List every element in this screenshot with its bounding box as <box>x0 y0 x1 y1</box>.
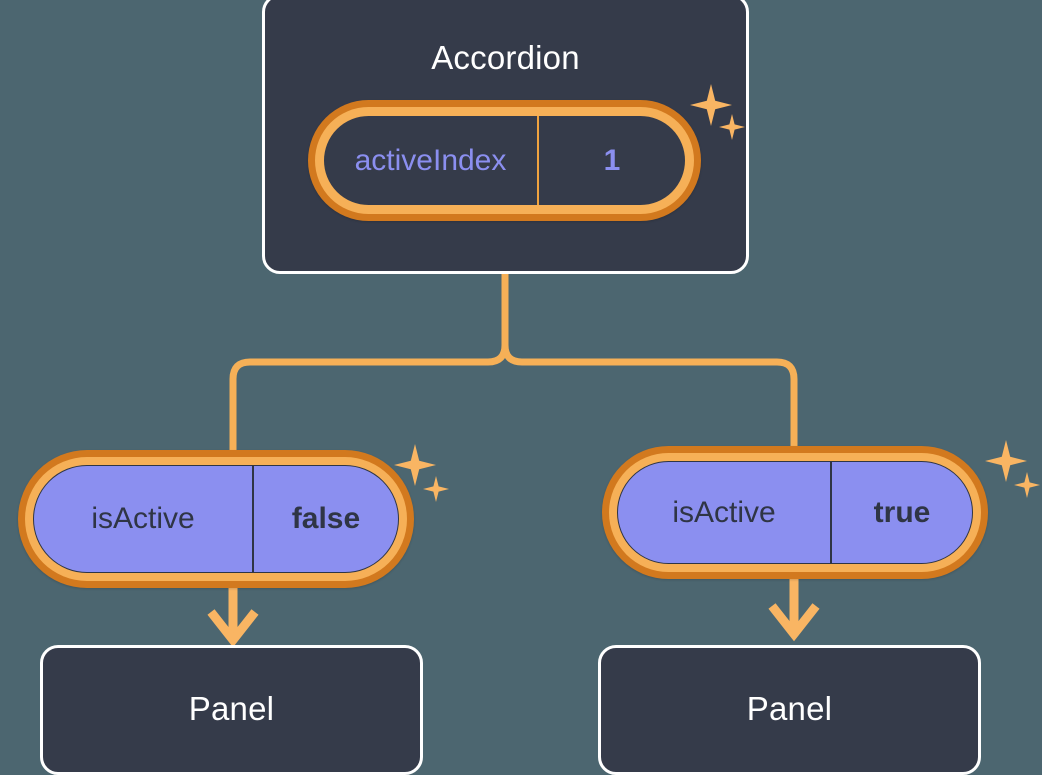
state-value-label: true <box>873 495 931 529</box>
connector-root-to-branch-right <box>501 270 798 454</box>
state-value-label: false <box>291 502 361 535</box>
state-value-label: 1 <box>603 143 621 177</box>
connector-root-to-branches <box>229 270 509 456</box>
sparkle-star-small-icon <box>423 476 449 502</box>
state-pill-ring: isActive true <box>609 453 981 572</box>
state-pill-activeindex[interactable]: activeIndex 1 <box>308 100 701 221</box>
state-key-label: activeIndex <box>324 116 539 205</box>
state-key-label: isActive <box>618 462 832 563</box>
sparkle-star-small-icon <box>1014 472 1040 498</box>
state-pill-ring: activeIndex 1 <box>315 107 694 214</box>
state-pill-body: activeIndex 1 <box>323 115 686 206</box>
component-node-panel-left[interactable]: Panel <box>40 645 423 775</box>
component-title: Panel <box>746 690 833 727</box>
page-title: Accordion <box>431 39 580 76</box>
sparkle-star-icon <box>985 440 1027 482</box>
state-key-label: isActive <box>34 466 254 572</box>
state-pill-isactive-true[interactable]: isActive true <box>602 446 988 579</box>
state-pill-body: isActive false <box>33 465 399 573</box>
state-pill-body: isActive true <box>617 461 973 564</box>
component-node-panel-right[interactable]: Panel <box>598 645 981 775</box>
arrowhead-right <box>768 603 820 642</box>
state-pill-isactive-false[interactable]: isActive false <box>18 450 414 588</box>
arrowhead-left <box>207 609 259 648</box>
component-title: Panel <box>188 690 275 727</box>
state-pill-ring: isActive false <box>25 457 407 581</box>
